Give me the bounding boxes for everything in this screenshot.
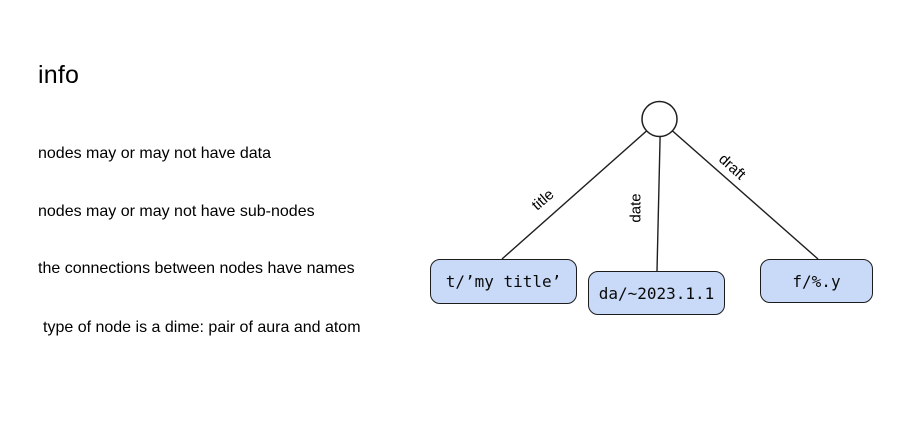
edge-line-date (656, 119, 662, 272)
note-line-4: type of node is a dime: pair of aura and… (43, 319, 361, 336)
leaf-node-title: t/’my title’ (430, 259, 577, 304)
leaf-node-draft-label: f/%.y (792, 271, 841, 291)
note-line-1: nodes may or may not have data (38, 145, 272, 162)
leaf-node-date-label: da/~2023.1.1 (598, 283, 715, 303)
leaf-node-draft: f/%.y (760, 259, 873, 303)
leaf-node-title-label: t/’my title’ (445, 272, 562, 291)
root-node-circle (641, 100, 678, 138)
leaf-node-date: da/~2023.1.1 (588, 271, 725, 315)
note-line-3: the connections between nodes have names (38, 260, 355, 277)
edge-label-date: date (627, 193, 645, 223)
edge-line-draft (659, 118, 819, 260)
page-title: info (38, 61, 80, 89)
edge-line-title (501, 118, 660, 260)
note-line-2: nodes may or may not have sub-nodes (38, 203, 315, 220)
